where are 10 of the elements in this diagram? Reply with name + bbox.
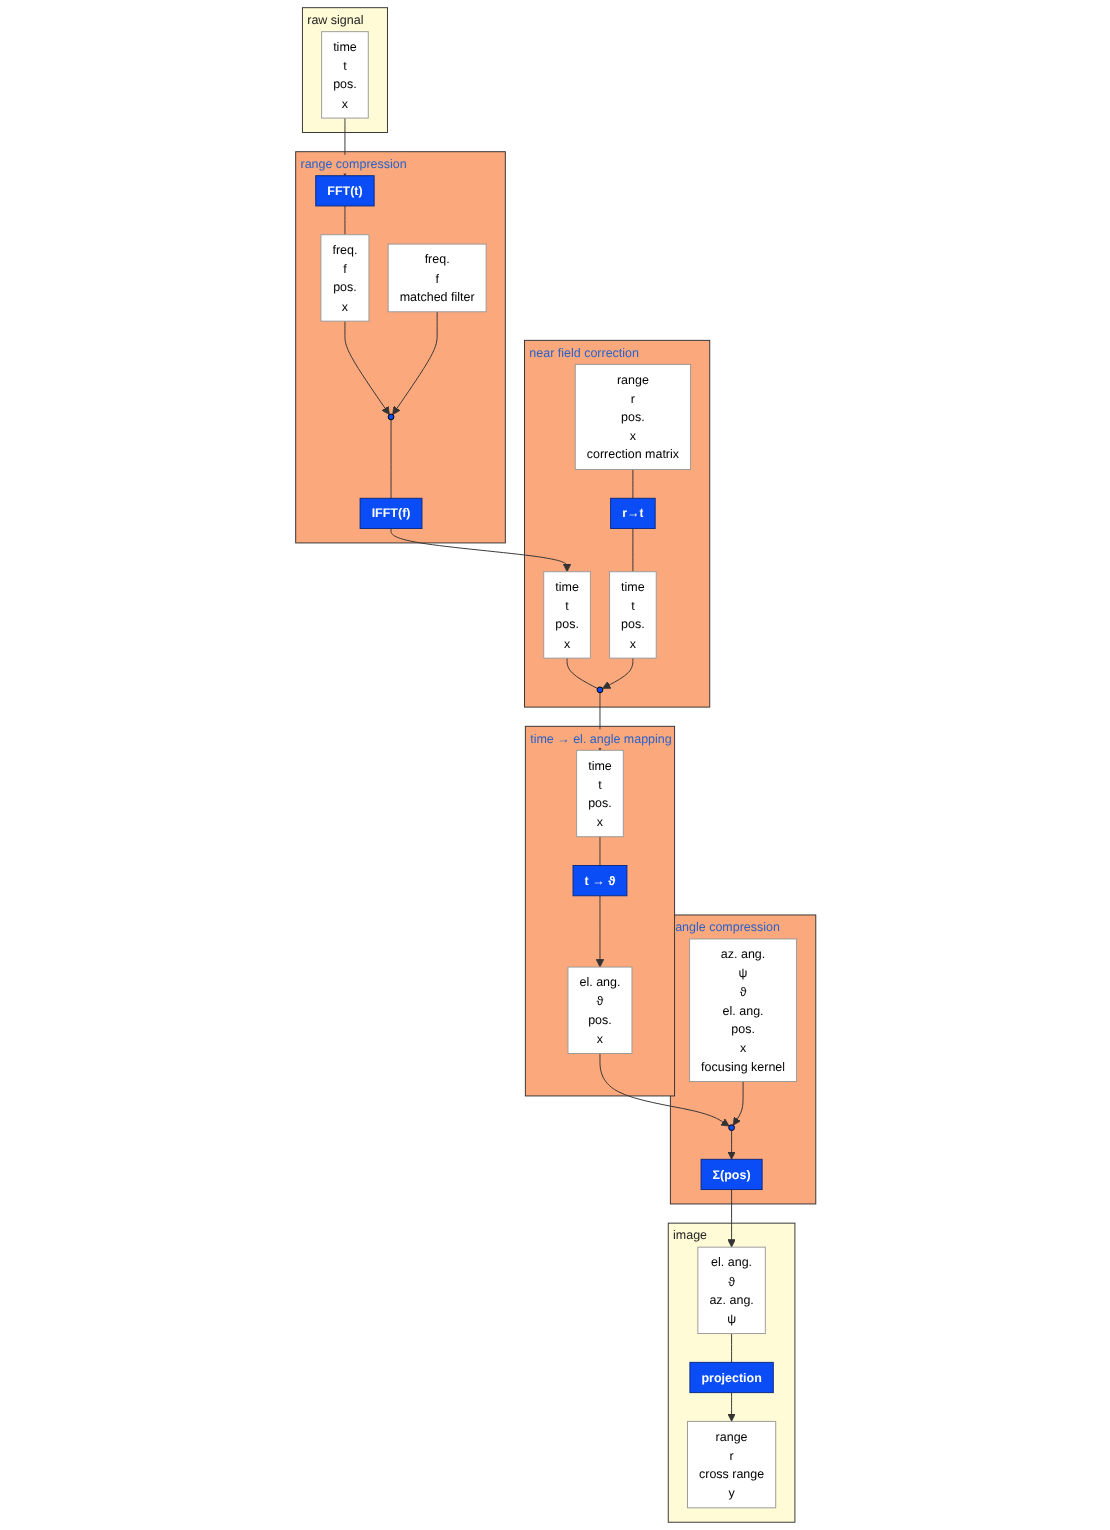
connector [730, 1333, 732, 1363]
connector [598, 836, 600, 866]
node-circle [386, 413, 394, 421]
node-circle [727, 1124, 735, 1131]
connector [389, 419, 391, 499]
connector [631, 469, 633, 499]
connector [565, 657, 598, 689]
connector [343, 205, 345, 236]
node-circle [595, 686, 603, 694]
connector [631, 528, 633, 573]
